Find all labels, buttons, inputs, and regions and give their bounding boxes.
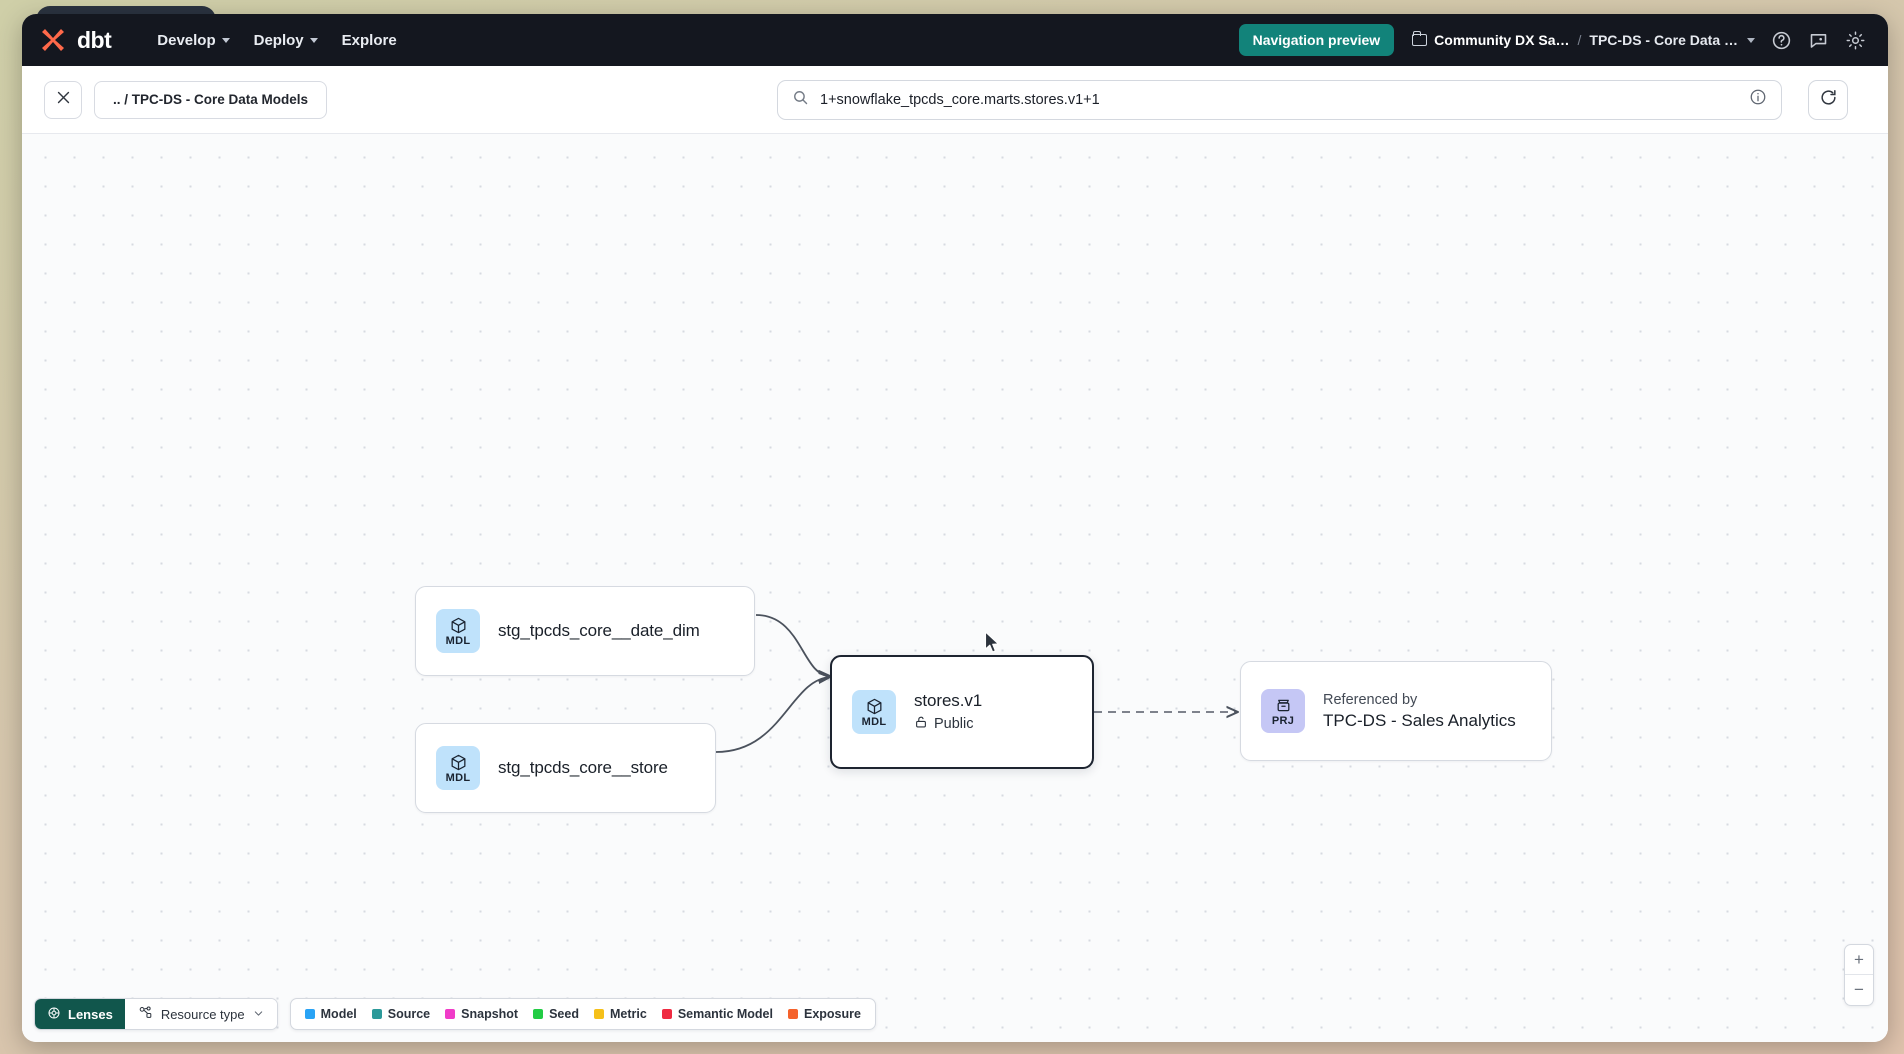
breadcrumb-pill[interactable]: .. / TPC-DS - Core Data Models	[94, 80, 328, 119]
node-badge-label: MDL	[445, 771, 471, 784]
resource-type-dropdown[interactable]: Resource type	[124, 999, 277, 1029]
resource-type-label: Resource type	[160, 1006, 245, 1022]
zoom-in-button[interactable]: +	[1845, 945, 1873, 975]
breadcrumb-account-label: Community DX Sa…	[1434, 32, 1570, 48]
node-badge-label: PRJ	[1271, 714, 1295, 727]
zoom-out-button[interactable]: −	[1854, 980, 1864, 999]
edge-store-to-stores	[715, 677, 830, 753]
legend-label: Seed	[549, 1007, 579, 1021]
legend-label: Source	[387, 1007, 431, 1021]
legend-swatch	[445, 1009, 456, 1019]
nav-label-deploy: Deploy	[253, 31, 304, 49]
dbt-logo[interactable]: dbt	[38, 25, 112, 55]
node-title: stores.v1	[914, 691, 983, 710]
close-icon	[55, 89, 72, 111]
node-title: stg_tpcds_core__store	[498, 758, 668, 777]
info-circle-icon[interactable]	[1749, 88, 1767, 111]
legend-item-semantic-model: Semantic Model	[661, 1007, 773, 1021]
node-access: Public	[914, 715, 982, 733]
search-icon	[792, 89, 809, 111]
node-badge-project: PRJ	[1261, 689, 1305, 733]
nodes-graph-icon	[138, 1005, 153, 1023]
legend-swatch	[787, 1009, 798, 1019]
node-badge-label: MDL	[861, 715, 887, 728]
lineage-node-stg-tpcds-core-store[interactable]: MDL stg_tpcds_core__store	[415, 723, 716, 813]
cube-icon	[451, 617, 465, 633]
edge-date-dim-to-stores	[755, 614, 830, 676]
node-title: TPC-DS - Sales Analytics	[1323, 710, 1516, 730]
feedback-chat-icon[interactable]	[1808, 30, 1829, 51]
top-navigation-bar: dbt Develop Deploy Explore Navigation pr…	[22, 14, 1888, 66]
legend-item-model: Model	[304, 1007, 357, 1021]
lineage-node-referenced-by-project[interactable]: PRJ Referenced by TPC-DS - Sales Analyti…	[1240, 661, 1552, 761]
zoom-controls: + −	[1844, 944, 1874, 1006]
folder-icon	[1412, 31, 1428, 46]
legend-label: Model	[320, 1007, 357, 1021]
node-caption: Referenced by	[1323, 691, 1418, 708]
breadcrumb-project[interactable]: TPC-DS - Core Data …	[1589, 32, 1755, 48]
node-access-label: Public	[934, 716, 974, 732]
account-breadcrumb: Community DX Sa… / TPC-DS - Core Data …	[1412, 31, 1755, 48]
legend-item-exposure: Exposure	[787, 1007, 861, 1021]
legend-label: Semantic Model	[677, 1007, 773, 1021]
lineage-edges	[715, 614, 1888, 753]
close-button[interactable]	[44, 80, 82, 119]
node-title: stg_tpcds_core__date_dim	[498, 621, 700, 640]
legend-item-seed: Seed	[533, 1007, 579, 1021]
legend-label: Metric	[609, 1007, 647, 1021]
nav-item-deploy[interactable]: Deploy	[242, 25, 330, 56]
node-text-block: stores.v1 Public	[914, 691, 982, 733]
node-badge-label: MDL	[445, 634, 471, 647]
navigation-preview-button[interactable]: Navigation preview	[1238, 24, 1395, 56]
chevron-down-icon	[309, 37, 318, 43]
node-text-block: Referenced by TPC-DS - Sales Analytics	[1323, 692, 1516, 731]
legend-swatch	[533, 1009, 544, 1019]
legend-label: Snapshot	[461, 1007, 519, 1021]
node-badge-model: MDL	[852, 690, 896, 734]
nav-item-develop[interactable]: Develop	[145, 25, 241, 56]
graph-bottom-toolbar: Lenses Resource type	[34, 998, 876, 1030]
chevron-down-icon	[253, 1007, 264, 1022]
legend-item-metric: Metric	[593, 1007, 647, 1021]
chevron-down-icon	[221, 37, 230, 43]
nav-item-explore[interactable]: Explore	[330, 25, 409, 56]
help-circle-icon[interactable]	[1771, 30, 1792, 51]
dbt-logo-text: dbt	[77, 26, 112, 53]
lenses-label: Lenses	[68, 1006, 113, 1022]
resource-type-legend: Model Source Snapshot Seed	[289, 998, 876, 1030]
cube-icon	[451, 754, 465, 770]
refresh-icon	[1819, 88, 1838, 112]
legend-swatch	[304, 1009, 315, 1019]
legend-swatch	[593, 1009, 604, 1019]
breadcrumb-account[interactable]: Community DX Sa…	[1412, 31, 1570, 48]
dbt-explore-app-window: dbt Develop Deploy Explore Navigation pr…	[22, 14, 1888, 1042]
search-input[interactable]	[820, 91, 1738, 108]
cube-icon	[867, 698, 881, 714]
legend-label: Exposure	[803, 1007, 861, 1021]
unlock-icon	[914, 715, 928, 733]
lenses-button[interactable]: Lenses	[35, 999, 125, 1029]
lineage-node-stg-tpcds-core-date-dim[interactable]: MDL stg_tpcds_core__date_dim	[415, 586, 755, 676]
chevron-down-icon	[1747, 37, 1755, 43]
node-badge-model: MDL	[436, 746, 480, 790]
lineage-graph-canvas[interactable]: MDL stg_tpcds_core__date_dim MDL stg_tpc…	[22, 134, 1888, 1042]
legend-item-source: Source	[371, 1007, 431, 1021]
project-stack-icon	[1277, 699, 1289, 711]
lineage-node-stores-v1[interactable]: MDL stores.v1 Public	[830, 655, 1094, 769]
nav-label-explore: Explore	[341, 31, 397, 49]
lineage-search-field[interactable]	[777, 79, 1782, 120]
breadcrumb-project-label: TPC-DS - Core Data …	[1589, 32, 1738, 48]
breadcrumb-separator: /	[1577, 32, 1582, 48]
lineage-toolbar: .. / TPC-DS - Core Data Models	[22, 66, 1888, 134]
legend-swatch	[371, 1009, 382, 1019]
legend-item-snapshot: Snapshot	[445, 1007, 518, 1021]
refresh-button[interactable]	[1808, 79, 1848, 120]
nav-label-develop: Develop	[157, 31, 216, 49]
node-badge-model: MDL	[436, 609, 480, 653]
dbt-x-logo-icon	[38, 25, 68, 55]
legend-swatch	[661, 1009, 672, 1019]
gear-icon[interactable]	[1845, 30, 1866, 51]
lens-control-group: Lenses Resource type	[34, 998, 278, 1030]
lens-circle-icon	[47, 1006, 61, 1023]
